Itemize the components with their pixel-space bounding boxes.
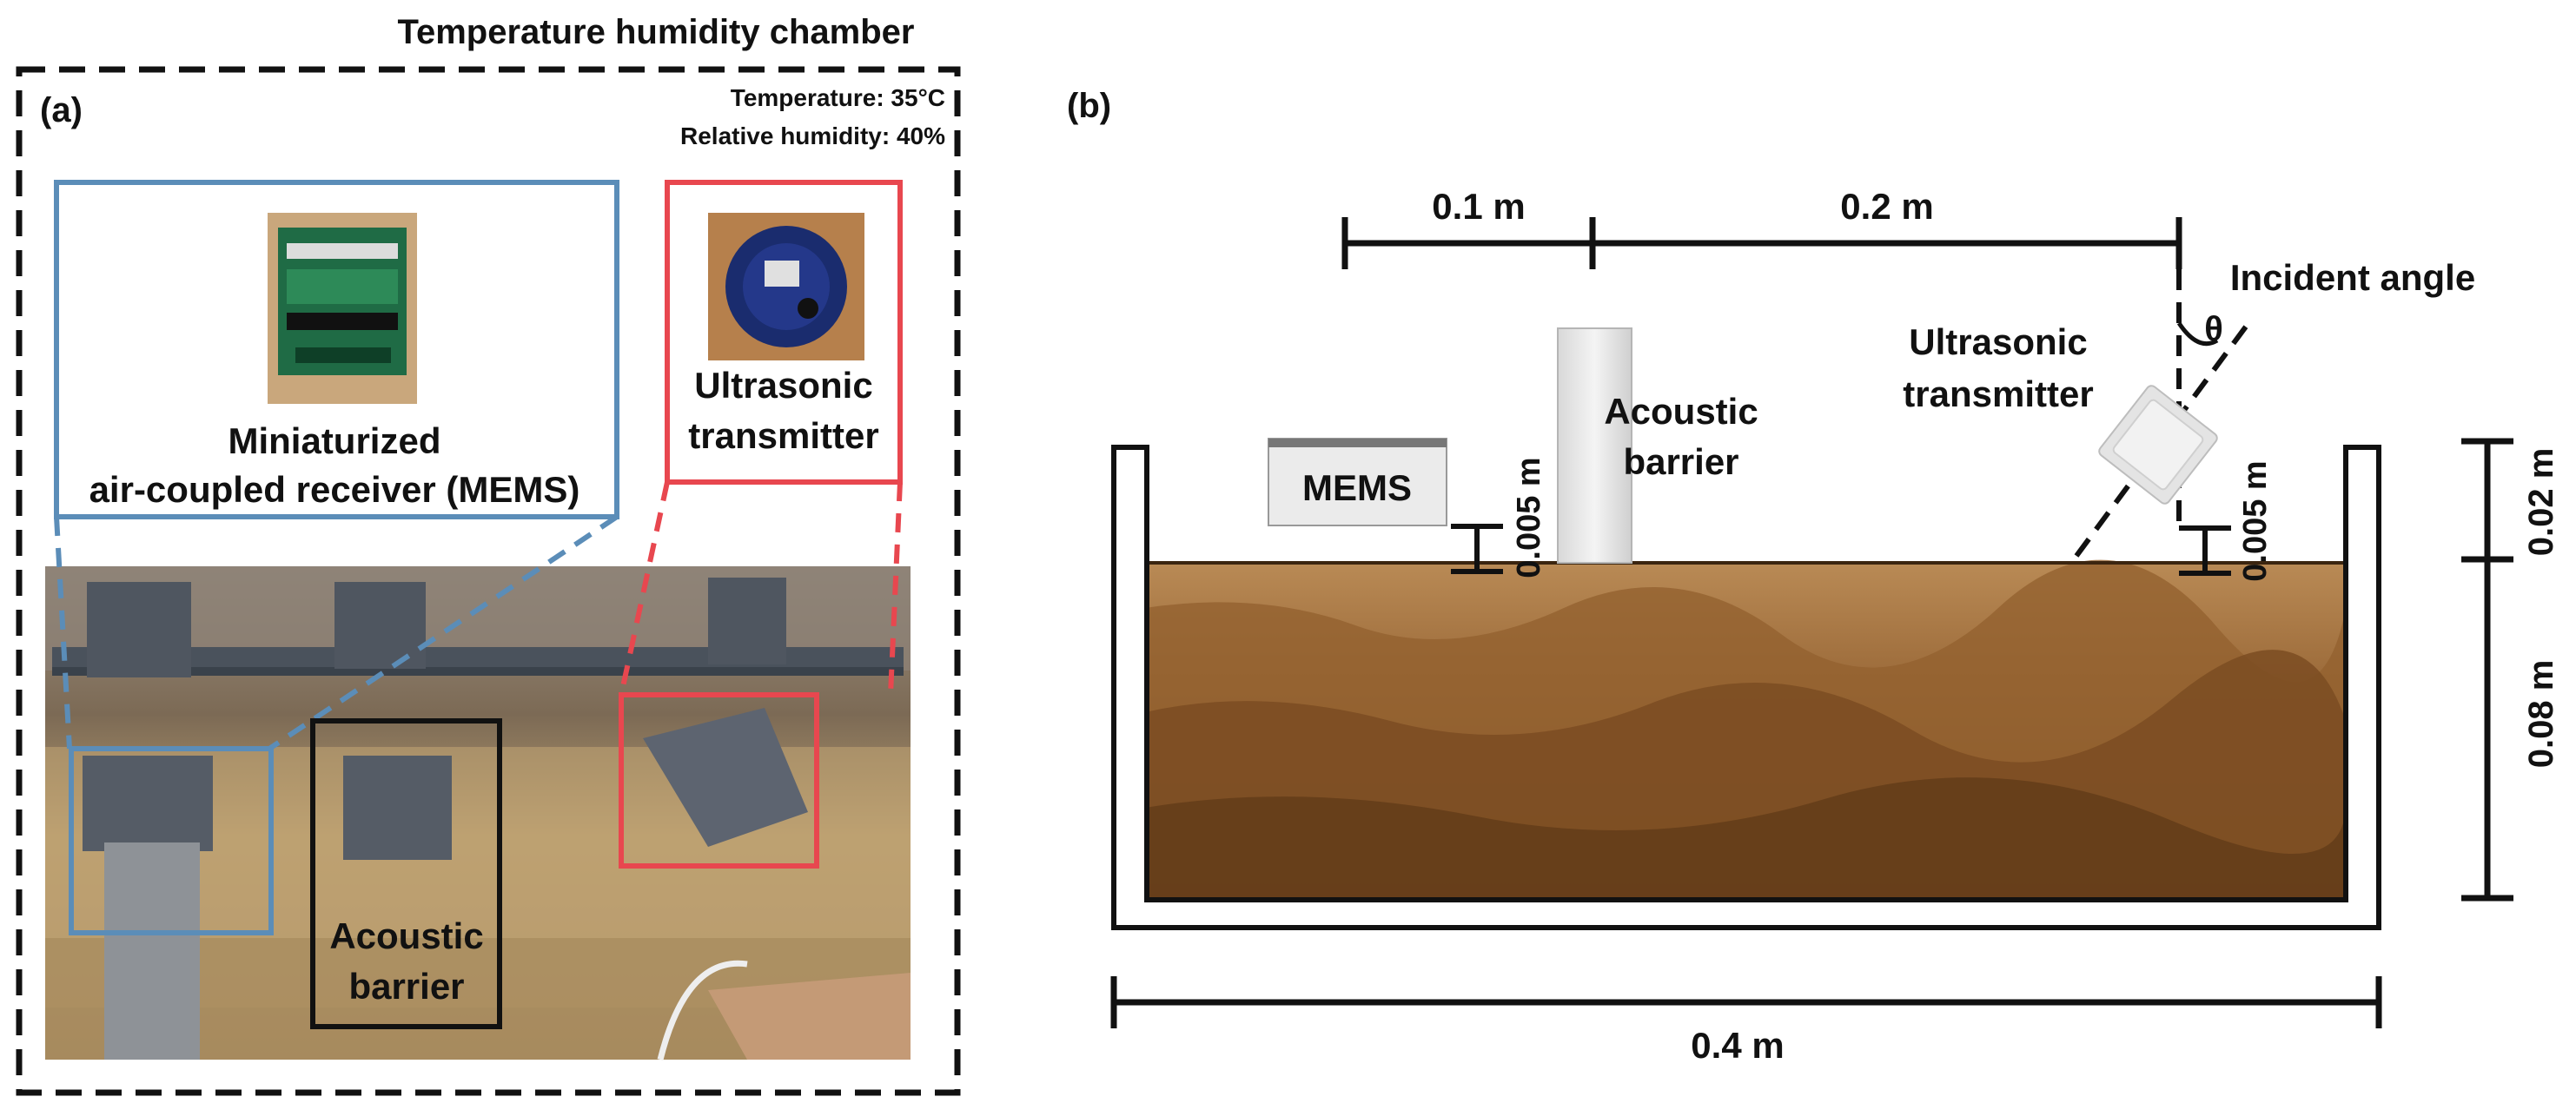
mems-label: MEMS (1302, 467, 1412, 508)
humidity-text: Relative humidity: 40% (680, 122, 945, 149)
receiver-connector-right (268, 514, 619, 751)
receiver-label-line2: air-coupled receiver (MEMS) (89, 469, 580, 510)
barrier-label-line1: Acoustic (1604, 391, 1758, 432)
photo-barrier-label-line2: barrier (348, 966, 464, 1007)
transmitter-connector-left (619, 481, 670, 696)
dim-top-label: 0.02 m (2522, 448, 2560, 557)
theta-symbol: θ (2204, 310, 2223, 348)
photo-barrier-label-line1: Acoustic (329, 915, 483, 956)
mems-board-image (268, 213, 417, 404)
dim-mems-barrier-label: 0.1 m (1432, 186, 1525, 227)
right-dimension-bar (2461, 438, 2513, 902)
transmitter-label-line1: Ultrasonic (694, 365, 872, 406)
transmitter-height-marker (2179, 525, 2231, 576)
barrier-label-line2: barrier (1623, 441, 1738, 482)
top-dimension-bar (1341, 217, 2182, 269)
receiver-label-line1: Miniaturized (228, 420, 440, 461)
receiver-height-label: 0.005 m (1511, 457, 1547, 578)
soil-layer (1145, 559, 2346, 898)
receiver-connector-left (54, 516, 72, 750)
transmitter-diagram-label-line2: transmitter (1903, 373, 2093, 414)
bottom-dimension-bar (1110, 976, 2382, 1028)
incident-angle-label: Incident angle (2230, 257, 2475, 298)
transmitter-height-label: 0.005 m (2237, 460, 2274, 581)
dim-width-label: 0.4 m (1691, 1025, 1784, 1066)
transmitter-connector-right (888, 481, 903, 696)
dim-barrier-transmitter-label: 0.2 m (1840, 186, 1933, 227)
transmitter-highlight-box (619, 692, 819, 869)
mems-block (1268, 438, 1447, 526)
chamber-title: Temperature humidity chamber (398, 13, 915, 51)
dim-soil-label: 0.08 m (2522, 660, 2560, 769)
soil-container (1111, 445, 2381, 930)
transmitter-label-line2: transmitter (688, 415, 878, 456)
transmitter-board-image (708, 213, 864, 360)
angle-arc (2176, 321, 2219, 347)
transmitter-diagram-label-line1: Ultrasonic (1909, 321, 2087, 362)
chamber-border (16, 66, 961, 1096)
transmitter-block (2098, 385, 2218, 505)
barrier-block (1557, 327, 1632, 564)
receiver-height-marker (1451, 524, 1503, 574)
panel-b-label: (b) (1067, 87, 1111, 125)
setup-photo (45, 566, 911, 1060)
temperature-text: Temperature: 35°C (731, 84, 945, 111)
receiver-highlight-box (69, 746, 274, 935)
barrier-highlight-box (310, 718, 502, 1029)
panel-a-label: (a) (40, 91, 83, 129)
